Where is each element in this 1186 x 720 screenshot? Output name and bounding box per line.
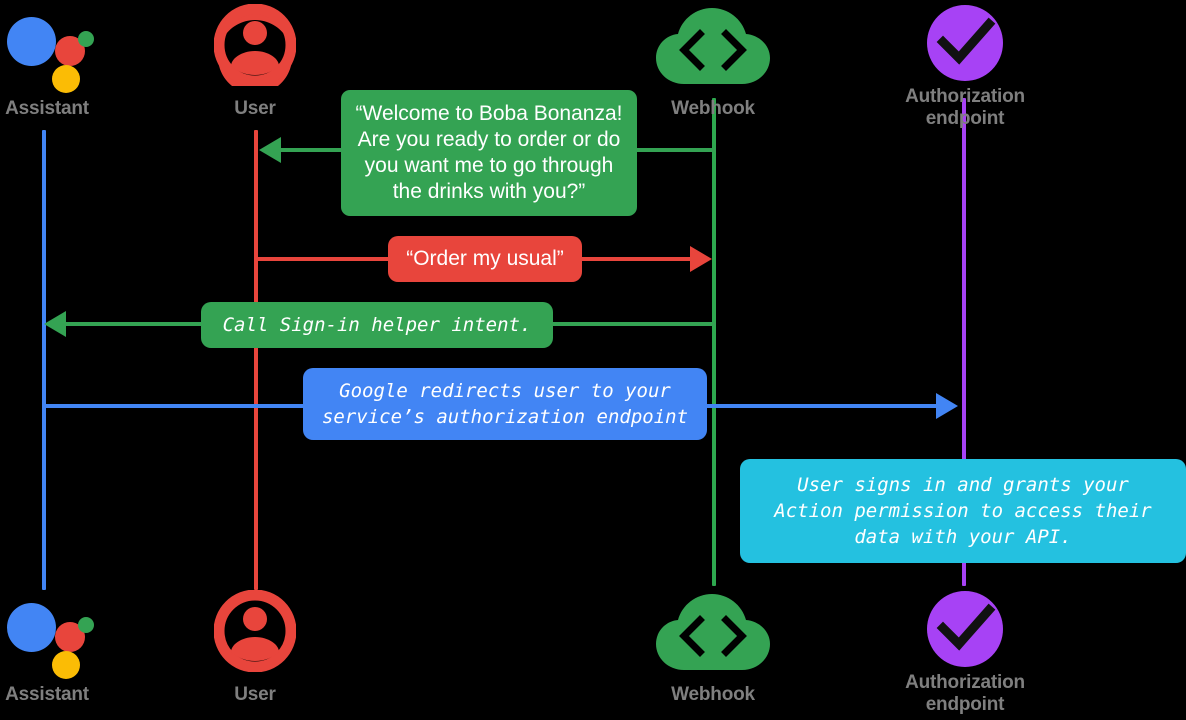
purple-check-circle-icon [926, 4, 1004, 82]
actor-label-assistant-bottom: Assistant [5, 684, 89, 705]
actor-label-user-top: User [234, 98, 276, 119]
user-avatar-svg-bottom [213, 589, 297, 673]
message-bubble-welcome: “Welcome to Boba Bonanza! Are you ready … [341, 90, 637, 216]
actor-label-webhook-top: Webhook [671, 98, 755, 119]
cloud-code-icon [656, 8, 770, 88]
check-circle-svg [927, 5, 1003, 81]
actor-label-webhook-bottom: Webhook [671, 684, 755, 705]
arrow-head-signin [44, 311, 66, 337]
message-text-signin: Call Sign-in helper intent. [222, 314, 532, 336]
cloud-code-svg [656, 8, 770, 84]
cloud-code-icon-bottom [656, 594, 770, 674]
message-bubble-redirect: Google redirects user to your service’s … [303, 368, 707, 440]
purple-check-circle-icon-bottom [926, 590, 1004, 668]
arrow-head-welcome [259, 137, 281, 163]
user-avatar-icon [213, 3, 297, 94]
google-assistant-icon [4, 8, 94, 93]
message-text-signs-in: User signs in and grants your Action per… [774, 474, 1152, 548]
message-bubble-order: “Order my usual” [388, 236, 582, 282]
message-text-welcome: “Welcome to Boba Bonanza! Are you ready … [355, 102, 623, 203]
actor-label-assistant-top: Assistant [5, 98, 89, 119]
assistant-yellow-dot [52, 65, 80, 93]
actor-label-user-bottom: User [234, 684, 276, 705]
check-circle-svg-bottom [927, 591, 1003, 667]
assistant-green-dot [78, 31, 94, 47]
assistant-blue-dot-bottom [7, 603, 56, 652]
lifeline-user [254, 130, 258, 590]
lifeline-assistant [42, 130, 46, 590]
lifeline-auth [962, 98, 966, 586]
cloud-code-svg-bottom [656, 594, 770, 670]
actor-label-auth-bottom: Authorization endpoint [905, 672, 1025, 715]
arrow-head-redirect [936, 393, 958, 419]
assistant-green-dot-bottom [78, 617, 94, 633]
user-avatar-icon-bottom [213, 589, 297, 673]
user-avatar-svg [213, 3, 297, 94]
assistant-yellow-dot-bottom [52, 651, 80, 679]
message-text-order: “Order my usual” [406, 247, 564, 270]
assistant-blue-dot [7, 17, 56, 66]
google-assistant-icon-bottom [4, 594, 94, 679]
arrow-head-order [690, 246, 712, 272]
message-bubble-signs-in: User signs in and grants your Action per… [740, 459, 1186, 563]
message-bubble-signin: Call Sign-in helper intent. [201, 302, 553, 348]
lifeline-webhook [712, 98, 716, 586]
actor-label-auth-top: Authorization endpoint [905, 86, 1025, 129]
message-text-redirect: Google redirects user to your service’s … [321, 380, 689, 428]
